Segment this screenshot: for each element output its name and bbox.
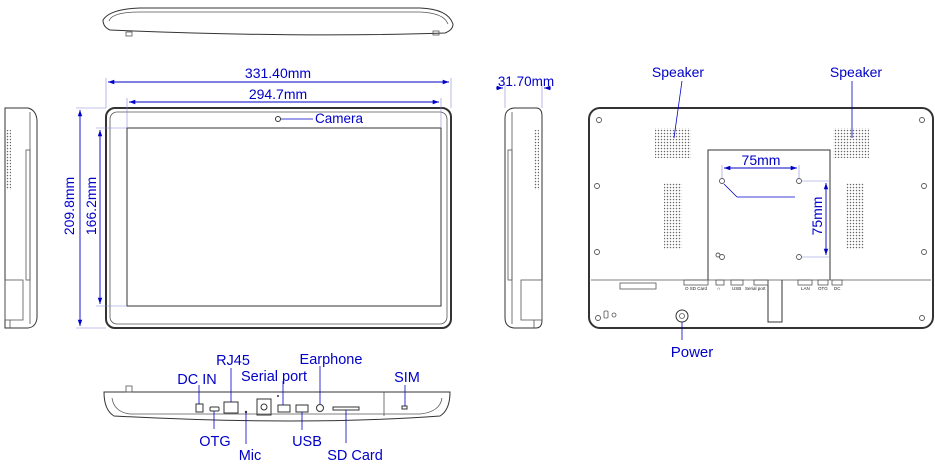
earphone-label: Earphone xyxy=(300,352,363,368)
vesa-hole xyxy=(719,254,725,260)
mic-label: Mic xyxy=(239,448,262,464)
screen-width-label: 294.7mm xyxy=(249,86,307,102)
front-screen xyxy=(126,127,442,307)
bottom-plate xyxy=(256,398,272,416)
back-port-serial: Serial port xyxy=(745,286,766,291)
right-speaker-grille xyxy=(833,128,869,158)
speaker-left-label: Speaker xyxy=(652,64,704,80)
front-bezel xyxy=(105,107,452,329)
earphone-jack xyxy=(316,404,324,412)
sim-slot-icon xyxy=(611,312,617,318)
dc-in-port xyxy=(195,403,204,413)
sim-slot xyxy=(401,405,408,410)
bottom-view: DC IN RJ45 Serial port Earphone SIM OTG … xyxy=(103,352,451,464)
otg-port xyxy=(209,406,220,412)
back-port-lan: LAN xyxy=(801,286,810,291)
serial-port xyxy=(277,404,291,413)
thickness-label: 31.70mm xyxy=(498,74,554,89)
right-side-view: 31.70mm xyxy=(496,74,554,329)
left-side-view xyxy=(4,107,38,329)
back-housing xyxy=(588,107,934,329)
plate-screw xyxy=(260,403,268,411)
overall-width-label: 331.40mm xyxy=(245,65,311,81)
screen-height-label: 166.2mm xyxy=(83,177,99,235)
right-vent xyxy=(846,183,864,249)
camera-icon xyxy=(275,116,281,122)
mic-hole xyxy=(244,410,248,414)
back-port-earphone: ∩ xyxy=(717,286,720,291)
vesa-hole xyxy=(796,178,802,184)
left-vent xyxy=(664,183,682,249)
otg-label: OTG xyxy=(199,434,230,450)
vesa-hole xyxy=(719,178,725,184)
back-port-sd-card: O SD Card xyxy=(685,286,708,291)
left-speaker-grille xyxy=(655,128,691,158)
sim-label: SIM xyxy=(394,370,420,386)
power-button xyxy=(675,309,689,323)
rj45-label: RJ45 xyxy=(216,353,250,369)
back-view: 75mm 75mm O SD Card ∩ USB Serial port LA… xyxy=(588,64,934,361)
serial-port-label: Serial port xyxy=(241,369,307,385)
front-view: Camera 331.40mm 294.7mm 209.8mm 166.2mm xyxy=(61,65,452,329)
usb-label: USB xyxy=(292,434,322,450)
back-port-otg: OTG xyxy=(818,286,828,291)
back-port-usb: USB xyxy=(732,286,741,291)
usb-port xyxy=(295,404,309,413)
lock-icon xyxy=(603,310,609,319)
rj45-port xyxy=(223,401,239,414)
sd-card-slot xyxy=(332,406,360,411)
speaker-right-label: Speaker xyxy=(830,64,882,80)
sd-card-label: SD Card xyxy=(327,448,383,464)
overall-height-label: 209.8mm xyxy=(61,177,77,235)
vesa-hole xyxy=(796,254,802,260)
power-label: Power xyxy=(671,344,714,361)
vesa-vertical-label: 75mm xyxy=(809,197,825,236)
vesa-horizontal-label: 75mm xyxy=(742,152,781,168)
camera-label: Camera xyxy=(315,111,364,126)
top-view xyxy=(102,7,454,37)
back-port-dc: DC xyxy=(834,286,841,291)
dc-in-label: DC IN xyxy=(177,372,216,388)
